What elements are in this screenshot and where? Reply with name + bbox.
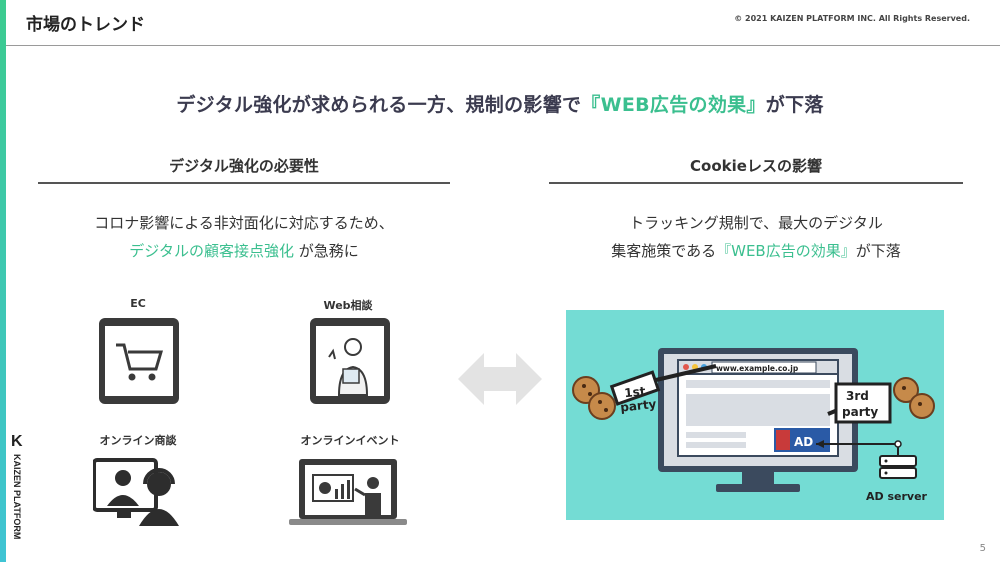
left-description: コロナ影響による非対面化に対応するため、 デジタルの顧客接点強化 が急務に <box>38 209 450 265</box>
page-number: 5 <box>979 543 986 554</box>
tablet-cart-icon <box>98 317 180 409</box>
right-description: トラッキング規制で、最大のデジタル 集客施策である『WEB広告の効果』が下落 <box>549 209 963 265</box>
url-text: www.example.co.jp <box>716 364 799 373</box>
page-title: 市場のトレンド <box>26 15 145 35</box>
brand-text: KAIZEN PLATFORM <box>12 454 22 539</box>
cookie-right-icon <box>893 377 935 419</box>
third-party-line1: 3rd <box>846 389 869 403</box>
ad-server-icon <box>816 440 917 479</box>
first-party-line2: party <box>620 397 658 415</box>
item-label-web-consult: Web相談 <box>323 299 373 312</box>
ad-label: AD <box>794 435 813 449</box>
double-arrow-icon <box>458 352 542 410</box>
first-party-line1: 1st <box>624 384 647 400</box>
item-label-ec: EC <box>130 297 146 310</box>
svg-text:K: K <box>11 433 23 450</box>
left-highlight: デジタルの顧客接点強化 <box>129 242 294 260</box>
accent-bar <box>0 0 6 562</box>
headline-suffix: が下落 <box>765 94 824 116</box>
third-party-line2: party <box>842 405 878 419</box>
video-meeting-icon <box>92 456 185 530</box>
left-column-divider <box>38 182 450 184</box>
item-label-online-sales: オンライン商談 <box>99 434 177 447</box>
headline-highlight: 『WEB広告の効果』 <box>581 94 766 116</box>
laptop-presentation-icon <box>289 457 407 531</box>
left-column-title: デジタル強化の必要性 <box>169 157 319 175</box>
right-line-1: トラッキング規制で、最大のデジタル <box>629 214 883 232</box>
headline-prefix: デジタル強化が求められる一方、規制の影響で <box>176 94 582 116</box>
cookie-diagram: www.example.co.jp AD 1st party 3rd party <box>566 310 944 520</box>
right-line-2: 集客施策である『WEB広告の効果』が下落 <box>549 237 963 265</box>
left-line-2-rest: が急務に <box>293 242 359 260</box>
header-divider <box>6 45 1000 46</box>
left-line-2: デジタルの顧客接点強化 が急務に <box>38 237 450 265</box>
tablet-consultant-icon <box>309 317 391 409</box>
ad-server-label: AD server <box>866 490 928 503</box>
copyright: © 2021 KAIZEN PLATFORM INC. All Rights R… <box>734 14 970 23</box>
right-column-title: Cookieレスの影響 <box>690 157 822 175</box>
cookie-left-icon <box>572 376 616 420</box>
right-highlight: 『WEB広告の効果』 <box>716 242 856 260</box>
monitor-icon: www.example.co.jp AD <box>658 348 858 492</box>
right-column-divider <box>549 182 963 184</box>
right-line-2-prefix: 集客施策である <box>611 242 717 260</box>
left-line-1: コロナ影響による非対面化に対応するため、 <box>94 214 394 232</box>
brand-logo: K KAIZEN PLATFORM <box>8 430 28 555</box>
headline: デジタル強化が求められる一方、規制の影響で『WEB広告の効果』が下落 <box>0 90 1000 117</box>
item-label-online-event: オンラインイベント <box>300 434 400 447</box>
right-line-2-suffix: が下落 <box>855 242 901 260</box>
